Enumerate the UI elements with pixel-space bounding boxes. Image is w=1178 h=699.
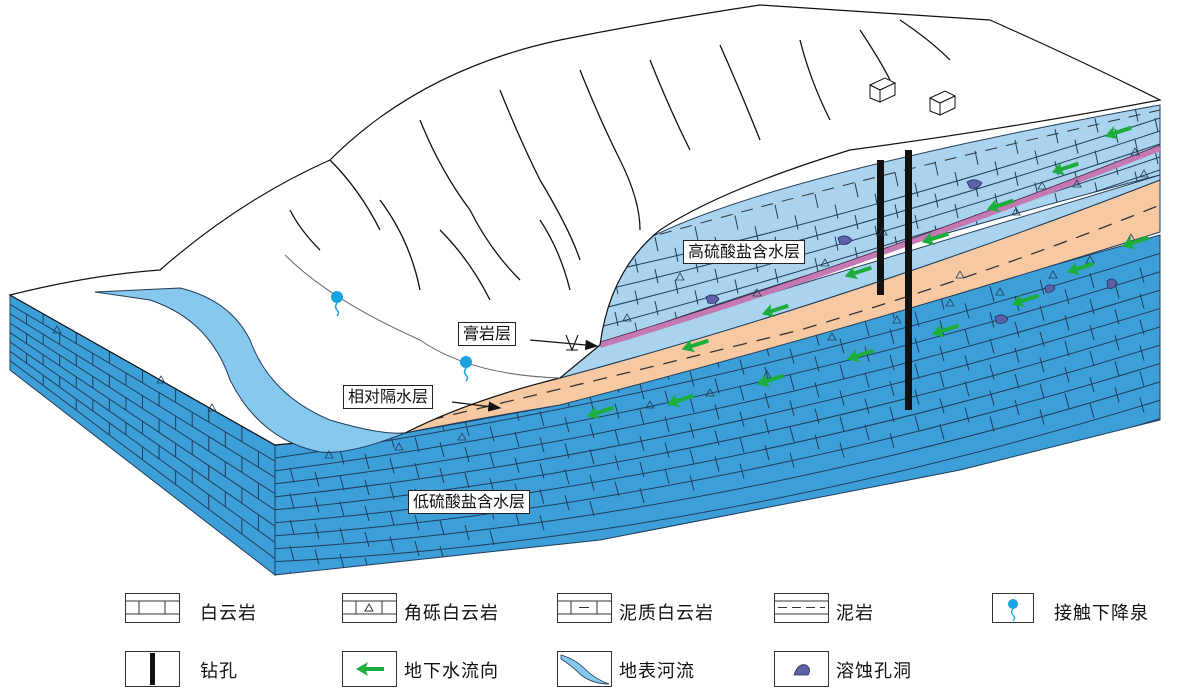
flow-arrow bbox=[986, 198, 1014, 213]
surface-river-icon bbox=[557, 651, 612, 687]
dip-strike-symbol bbox=[565, 334, 579, 352]
flow-arrow bbox=[1104, 125, 1132, 140]
karst-cave-icon bbox=[774, 651, 829, 687]
karst-cave-icon bbox=[705, 179, 1118, 324]
gypsum-layer-label: 膏岩层 bbox=[458, 322, 517, 346]
legend-label: 白云岩 bbox=[200, 603, 257, 624]
legend-label: 钻孔 bbox=[200, 661, 238, 682]
spring-icon bbox=[331, 291, 343, 317]
breccia-marks bbox=[52, 147, 1149, 459]
flow-arrow bbox=[756, 373, 784, 388]
legend-label: 接触下降泉 bbox=[1054, 603, 1149, 624]
aquitard-mudstone-dashes bbox=[429, 204, 1161, 421]
flow-arrow bbox=[666, 393, 694, 408]
borehole-shallow bbox=[877, 160, 884, 295]
breccia-dolomite-icon bbox=[342, 593, 397, 623]
groundwater-flow-arrows bbox=[586, 125, 1149, 420]
contact-descending-spring-icon bbox=[992, 593, 1034, 623]
gypsum-layer bbox=[599, 145, 1162, 348]
groundwater-flow-icon bbox=[342, 651, 397, 687]
flow-arrow bbox=[1121, 235, 1149, 250]
legend-label: 地下水流向 bbox=[404, 661, 499, 682]
dolomite-icon bbox=[125, 593, 180, 623]
terrain-ridge-lines bbox=[289, 19, 951, 301]
house-icon bbox=[868, 77, 897, 103]
borehole-icon bbox=[125, 651, 180, 687]
mudstone-icon bbox=[774, 593, 829, 623]
legend-label: 地表河流 bbox=[619, 661, 695, 682]
flow-arrow bbox=[844, 265, 872, 280]
flow-arrow bbox=[1051, 161, 1079, 176]
legend-label: 溶蚀孔洞 bbox=[836, 661, 912, 682]
flow-arrow bbox=[586, 405, 614, 420]
flow-arrow bbox=[761, 303, 789, 318]
flow-arrow bbox=[931, 323, 959, 338]
surface-river bbox=[94, 287, 406, 453]
spring-trace-line bbox=[284, 254, 561, 379]
high-sulfate-aquifer-label: 高硫酸盐含水层 bbox=[683, 240, 806, 264]
legend-label: 泥质白云岩 bbox=[619, 603, 714, 624]
flow-arrow bbox=[1011, 293, 1039, 308]
house-icon bbox=[928, 90, 957, 116]
flow-arrow bbox=[921, 231, 949, 246]
flow-arrow bbox=[846, 348, 874, 363]
flow-arrow bbox=[681, 338, 709, 353]
terrain-surface bbox=[8, 4, 1162, 446]
aquitard-leader-arrow bbox=[451, 401, 502, 412]
spring-icon bbox=[460, 356, 472, 382]
argillaceous-dolomite-icon bbox=[557, 593, 612, 623]
aquitard-label: 相对隔水层 bbox=[343, 385, 434, 409]
borehole-deep bbox=[905, 150, 912, 410]
legend-label: 角砾白云岩 bbox=[404, 603, 499, 624]
gypsum-leader-arrow bbox=[529, 339, 599, 351]
legend-label: 泥岩 bbox=[836, 603, 874, 624]
low-sulfate-aquifer-label: 低硫酸盐含水层 bbox=[408, 490, 531, 514]
flow-arrow bbox=[1066, 261, 1094, 276]
